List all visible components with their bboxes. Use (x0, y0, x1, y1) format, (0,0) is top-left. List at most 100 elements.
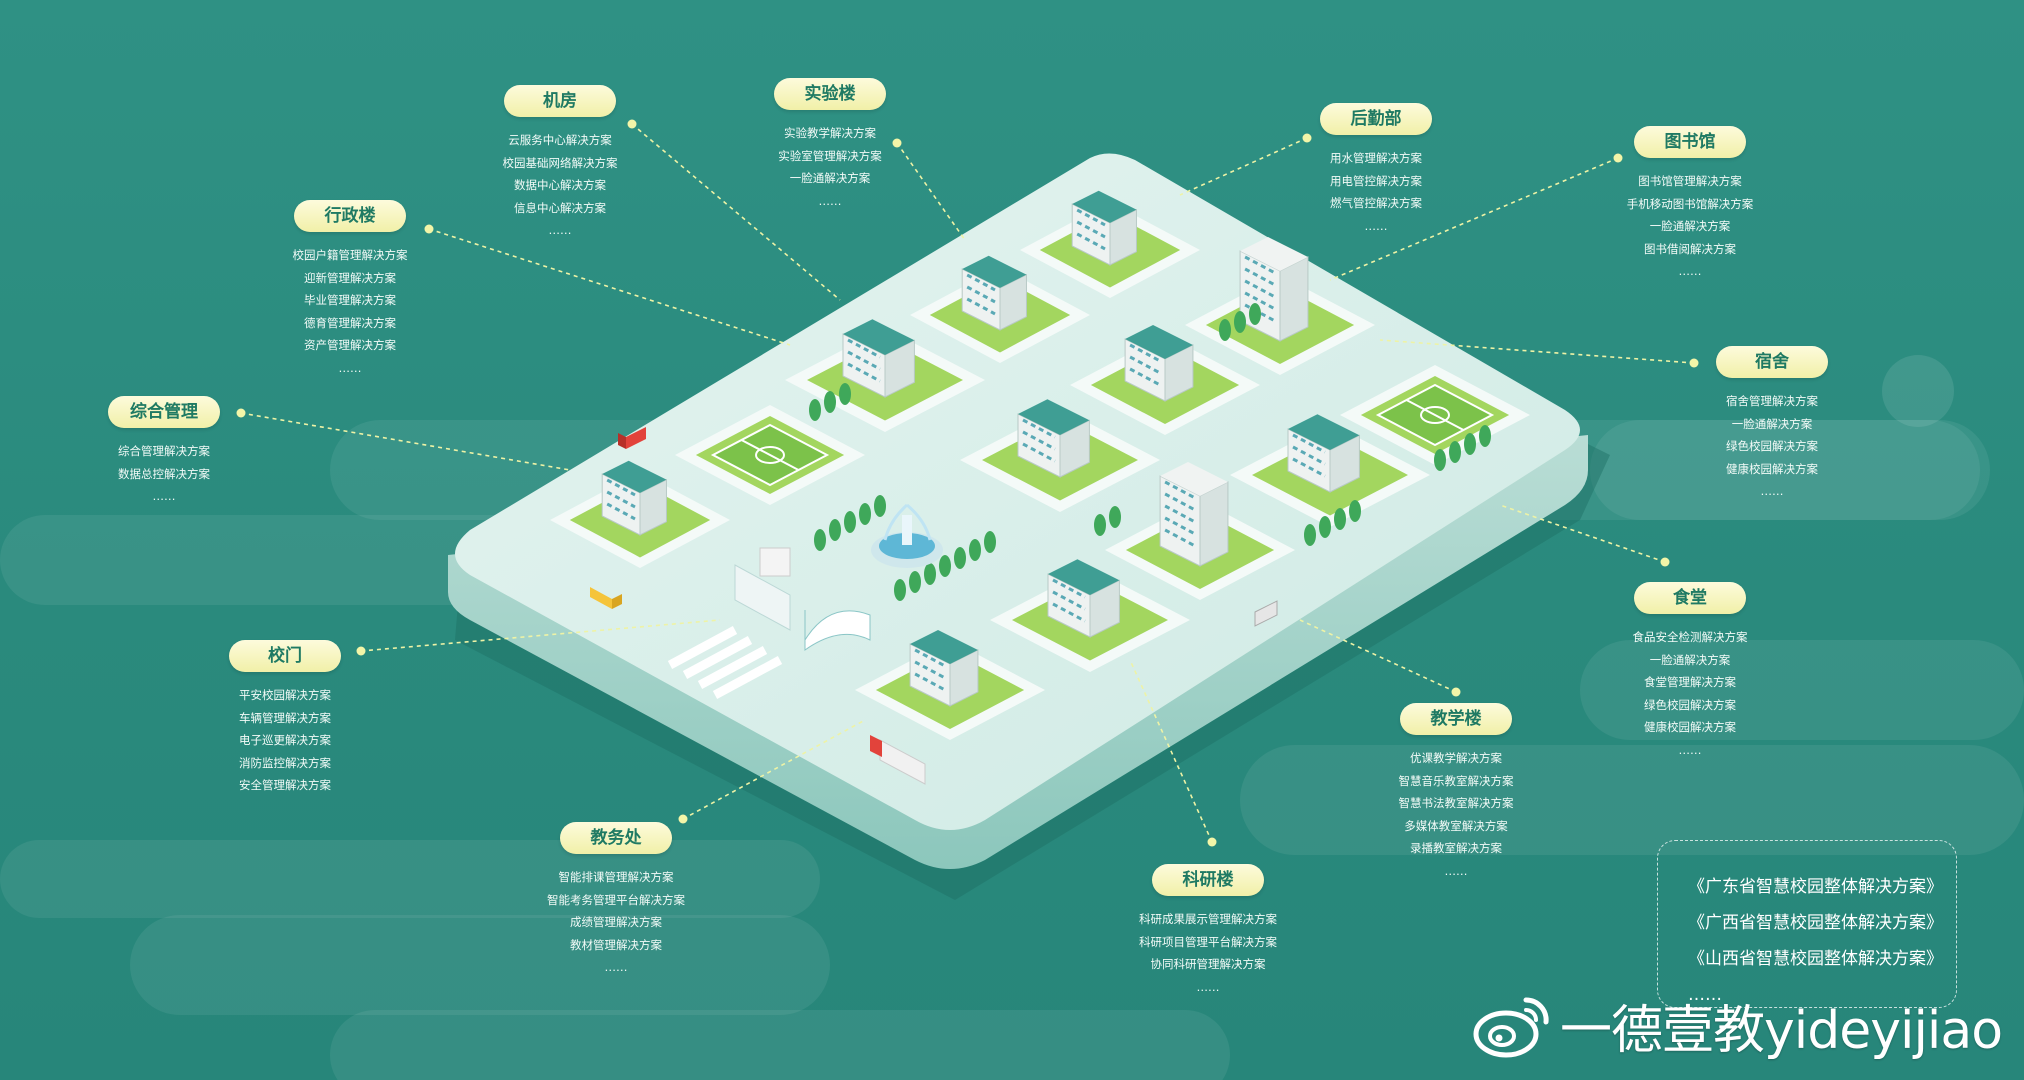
callout-item[interactable]: 食品安全检测解决方案 (1632, 630, 1748, 644)
callout-item[interactable]: 录播教室解决方案 (1410, 841, 1502, 855)
callout-item[interactable]: 安全管理解决方案 (239, 778, 331, 792)
callout-tushuguan: 图书馆图书馆管理解决方案手机移动图书馆解决方案一脸通解决方案图书借阅解决方案 …… (1590, 126, 1790, 283)
lot-shiyanlou (910, 255, 1090, 363)
callout-item: …… (152, 489, 176, 503)
callout-item[interactable]: 一脸通解决方案 (1649, 219, 1731, 233)
callout-item[interactable]: 迎新管理解决方案 (304, 270, 396, 285)
callout-item[interactable]: 食堂管理解决方案 (1644, 675, 1736, 689)
callout-item[interactable]: 绿色校园解决方案 (1726, 439, 1818, 453)
callout-title[interactable]: 科研楼 (1152, 864, 1264, 896)
report-item[interactable]: 《广东省智慧校园整体解决方案》 (1688, 877, 1943, 897)
tree (1109, 506, 1121, 528)
callout-item[interactable]: 车辆管理解决方案 (239, 710, 331, 725)
tree (1249, 303, 1261, 325)
lot-keyanlou (990, 559, 1190, 672)
callout-item[interactable]: 科研项目管理平台解决方案 (1139, 934, 1277, 949)
callout-jiaowuchu: 教务处智能排课管理解决方案智能考务管理平台解决方案成绩管理解决方案教材管理解决方… (516, 822, 716, 979)
tree (954, 547, 966, 569)
callout-items: 图书馆管理解决方案手机移动图书馆解决方案一脸通解决方案图书借阅解决方案 …… (1590, 170, 1790, 283)
callout-item[interactable]: 电子巡更解决方案 (239, 733, 331, 747)
callout-item[interactable]: 图书借阅解决方案 (1644, 241, 1736, 256)
tree (859, 503, 871, 525)
callout-item[interactable]: 信息中心解决方案 (514, 200, 606, 215)
tree (1434, 449, 1446, 471)
callout-item[interactable]: 用电管控解决方案 (1330, 173, 1422, 188)
callout-title[interactable]: 图书馆 (1634, 126, 1746, 158)
callout-item[interactable]: 数据总控解决方案 (118, 466, 210, 481)
callout-item[interactable]: 用水管理解决方案 (1330, 151, 1422, 165)
callout-item[interactable]: 综合管理解决方案 (118, 444, 210, 458)
lot-main-hall (960, 399, 1160, 512)
vehicle-yellow-car (590, 587, 622, 609)
callout-title[interactable]: 机房 (504, 85, 616, 117)
callout-item[interactable]: 数据中心解决方案 (514, 178, 606, 192)
callout-item: …… (1678, 264, 1702, 278)
callout-zonghe: 综合管理综合管理解决方案数据总控解决方案 …… (64, 396, 264, 508)
callout-item[interactable]: 毕业管理解决方案 (304, 293, 396, 307)
callout-item[interactable]: 宿舍管理解决方案 (1726, 394, 1818, 408)
leader-dot-sushe (1689, 358, 1699, 368)
callout-item: …… (338, 360, 362, 375)
callout-item[interactable]: 一脸通解决方案 (789, 171, 871, 185)
callout-title[interactable]: 校门 (229, 640, 341, 672)
callout-title[interactable]: 综合管理 (108, 396, 220, 428)
callout-item[interactable]: 优课教学解决方案 (1410, 751, 1502, 765)
callout-item[interactable]: 实验室管理解决方案 (778, 148, 882, 163)
callout-items: 优课教学解决方案智慧音乐教室解决方案智慧书法教室解决方案多媒体教室解决方案录播教… (1356, 747, 1556, 882)
callout-item[interactable]: 一脸通解决方案 (1731, 416, 1813, 431)
report-item[interactable]: 《广西省智慧校园整体解决方案》 (1688, 913, 1943, 933)
callout-item[interactable]: 校园基础网络解决方案 (502, 155, 618, 170)
callout-item[interactable]: 德育管理解决方案 (304, 315, 396, 330)
callout-item[interactable]: 教材管理解决方案 (570, 937, 662, 952)
callout-item[interactable]: 多媒体教室解决方案 (1404, 818, 1508, 833)
callout-item[interactable]: 手机移动图书馆解决方案 (1626, 196, 1754, 211)
report-item[interactable]: 《山西省智慧校园整体解决方案》 (1688, 949, 1943, 969)
callout-item[interactable]: 图书馆管理解决方案 (1638, 174, 1742, 188)
leader-line-zonghe (240, 412, 571, 471)
callout-items: 校园户籍管理解决方案迎新管理解决方案毕业管理解决方案德育管理解决方案资产管理解决… (250, 244, 450, 379)
callout-item[interactable]: 校园户籍管理解决方案 (292, 248, 408, 262)
callout-item: …… (1444, 863, 1468, 878)
callout-item[interactable]: 智能考务管理平台解决方案 (547, 892, 685, 907)
vehicle-red-car (618, 427, 646, 449)
callout-item[interactable]: 燃气管控解决方案 (1330, 196, 1422, 210)
callout-item[interactable]: 健康校园解决方案 (1644, 720, 1736, 734)
callout-item: …… (1760, 484, 1784, 498)
callout-houqinbu: 后勤部用水管理解决方案用电管控解决方案燃气管控解决方案…… (1276, 103, 1476, 237)
report-item: …… (1688, 985, 1722, 1005)
callout-title[interactable]: 宿舍 (1716, 346, 1828, 378)
callout-title[interactable]: 教学楼 (1400, 703, 1512, 735)
callout-item[interactable]: 资产管理解决方案 (304, 338, 396, 352)
callout-xingzhenglou: 行政楼校园户籍管理解决方案迎新管理解决方案毕业管理解决方案德育管理解决方案资产管… (250, 200, 450, 379)
school-gate (734, 547, 871, 651)
callout-item[interactable]: 协同科研管理解决方案 (1150, 957, 1266, 971)
callout-item[interactable]: 科研成果展示管理解决方案 (1139, 912, 1277, 926)
callout-item[interactable]: 消防监控解决方案 (239, 755, 331, 770)
callout-title[interactable]: 后勤部 (1320, 103, 1432, 135)
callout-item[interactable]: 绿色校园解决方案 (1644, 697, 1736, 712)
callout-item[interactable]: 成绩管理解决方案 (570, 915, 662, 929)
callout-item[interactable]: 实验教学解决方案 (784, 126, 876, 140)
callout-item[interactable]: 云服务中心解决方案 (508, 133, 612, 147)
callout-item[interactable]: 一脸通解决方案 (1649, 652, 1731, 667)
leader-line-keyanlou (1129, 659, 1213, 843)
callout-items: 科研成果展示管理解决方案科研项目管理平台解决方案协同科研管理解决方案 …… (1108, 908, 1308, 998)
callout-title[interactable]: 实验楼 (774, 78, 886, 110)
callout-title[interactable]: 教务处 (560, 822, 672, 854)
callout-item[interactable]: 健康校园解决方案 (1726, 461, 1818, 476)
leader-dot-shiyanlou (892, 138, 902, 148)
lot-houqinbu (1020, 190, 1200, 298)
callout-item[interactable]: 智能排课管理解决方案 (558, 870, 674, 884)
callout-title[interactable]: 行政楼 (294, 200, 406, 232)
callout-item: …… (1678, 742, 1702, 757)
tree (1234, 311, 1246, 333)
callout-item[interactable]: 智慧音乐教室解决方案 (1398, 773, 1514, 788)
callout-item[interactable]: 平安校园解决方案 (239, 688, 331, 702)
callout-title[interactable]: 食堂 (1634, 582, 1746, 614)
leader-dot-xiaomen (356, 646, 366, 656)
callout-item[interactable]: 智慧书法教室解决方案 (1398, 796, 1514, 810)
callout-item: …… (1196, 979, 1220, 994)
leader-dot-houqinbu (1302, 133, 1312, 143)
